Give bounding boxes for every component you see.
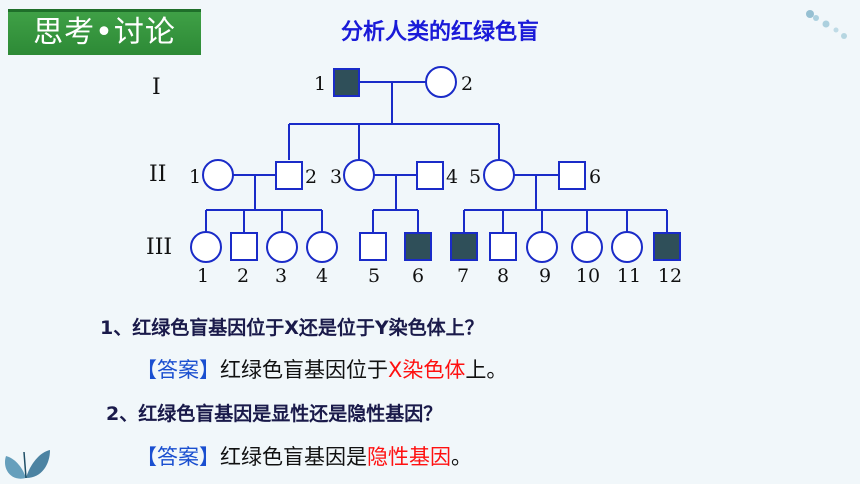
gen-III-3-female bbox=[266, 231, 298, 263]
gen-III-4-female bbox=[306, 231, 338, 263]
gen-III-10-number: 10 bbox=[576, 265, 600, 287]
gen-III-8-male bbox=[489, 232, 517, 261]
answer-2-tag: 【答案】 bbox=[136, 445, 220, 469]
gen-III-6-affected-male bbox=[404, 232, 432, 261]
question-1: 1、红绿色盲基因位于X还是位于Y染色体上？ bbox=[100, 317, 484, 339]
gen-III-12-number: 12 bbox=[658, 265, 682, 287]
gen-II-4-male bbox=[416, 161, 444, 190]
gen-III-4-number: 4 bbox=[316, 265, 328, 287]
gen-II-1-number: 1 bbox=[189, 166, 201, 188]
pedigree-chart: I II III bbox=[146, 66, 682, 287]
gen-III-11-female bbox=[611, 231, 643, 263]
answer-1-end: 上。 bbox=[465, 358, 508, 382]
gen-I-1-number: 1 bbox=[314, 73, 326, 95]
gen-III-1-female bbox=[190, 231, 222, 263]
page-title: 分析人类的红绿色盲 bbox=[340, 20, 539, 45]
gen-II-5-number: 5 bbox=[469, 166, 481, 188]
gen-II-6-male bbox=[558, 161, 586, 190]
question-2: 2、红绿色盲基因是显性还是隐性基因？ bbox=[106, 403, 443, 425]
gen-II-4-number: 4 bbox=[446, 166, 458, 188]
gen-III-3-number: 3 bbox=[275, 265, 287, 287]
gen-II-6-number: 6 bbox=[589, 166, 601, 188]
gen-I-1-affected-male bbox=[333, 68, 360, 97]
answer-1-tag: 【答案】 bbox=[136, 358, 220, 382]
gen-III-2-male bbox=[230, 232, 258, 261]
answer-2-text: 红绿色盲基因是 bbox=[220, 445, 367, 469]
generation-label-III: III bbox=[146, 235, 172, 260]
gen-III-2-number: 2 bbox=[237, 265, 249, 287]
gen-III-7-number: 7 bbox=[457, 265, 469, 287]
answer-1: 【答案】红绿色盲基因位于X染色体上。 bbox=[136, 354, 507, 384]
gen-II-3-female bbox=[343, 159, 375, 191]
gen-II-2-male bbox=[275, 161, 303, 190]
gen-III-9-number: 9 bbox=[539, 265, 551, 287]
gen-I-2-number: 2 bbox=[461, 73, 473, 95]
gen-III-1-number: 1 bbox=[197, 265, 209, 287]
answer-1-highlight: X染色体 bbox=[388, 358, 466, 382]
butterfly-icon bbox=[4, 450, 50, 479]
generation-label-II: II bbox=[149, 162, 166, 187]
gen-III-7-affected-male bbox=[450, 232, 478, 261]
generation-label-I: I bbox=[152, 75, 161, 100]
gen-II-3-number: 3 bbox=[330, 166, 342, 188]
gen-III-6-number: 6 bbox=[412, 265, 424, 287]
gen-III-5-number: 5 bbox=[368, 265, 380, 287]
gen-III-9-female bbox=[526, 231, 558, 263]
gen-II-5-female bbox=[483, 159, 515, 191]
answer-1-text: 红绿色盲基因位于 bbox=[220, 358, 388, 382]
answer-2-highlight: 隐性基因 bbox=[367, 445, 451, 469]
gen-III-5-male bbox=[359, 232, 387, 261]
pedigree-lines bbox=[205, 81, 668, 233]
answer-2-end: 。 bbox=[451, 445, 472, 469]
gen-III-8-number: 8 bbox=[497, 265, 509, 287]
gen-II-1-female bbox=[202, 159, 234, 191]
gen-III-11-number: 11 bbox=[617, 265, 641, 287]
answer-2: 【答案】红绿色盲基因是隐性基因。 bbox=[136, 441, 472, 471]
gen-II-2-number: 2 bbox=[305, 166, 317, 188]
topic-badge: 思考•讨论 bbox=[8, 9, 201, 55]
gen-I-2-female bbox=[425, 66, 457, 98]
decorative-flowers-icon bbox=[806, 10, 847, 39]
gen-III-10-female bbox=[571, 231, 603, 263]
gen-III-12-affected-male bbox=[653, 232, 681, 261]
